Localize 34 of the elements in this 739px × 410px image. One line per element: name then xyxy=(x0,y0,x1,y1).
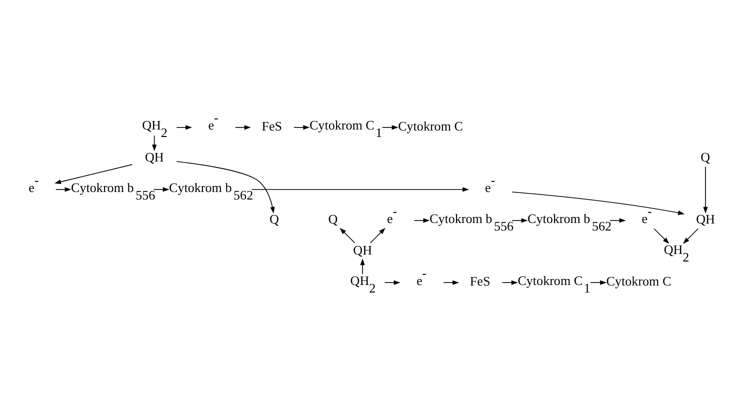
arrow xyxy=(654,228,670,244)
arrow xyxy=(370,228,386,244)
arrow xyxy=(360,258,365,274)
node-text: Q xyxy=(328,212,338,227)
arrow xyxy=(502,280,518,285)
node-text: Cytokrom C xyxy=(398,118,463,134)
arrow xyxy=(340,228,356,244)
arrow xyxy=(590,280,607,285)
node-text: QH xyxy=(353,242,372,258)
arrow xyxy=(443,280,460,285)
arrow xyxy=(682,228,698,244)
arrow xyxy=(384,280,400,285)
node-text: Q xyxy=(269,212,279,227)
node-text: Q xyxy=(700,150,710,165)
arrow xyxy=(414,218,430,223)
node-text: FeS xyxy=(470,274,490,289)
arrow xyxy=(512,218,528,223)
arrow xyxy=(294,125,310,130)
arrow xyxy=(54,164,133,184)
arrow xyxy=(176,125,192,130)
arrow xyxy=(153,187,170,192)
arrow xyxy=(235,125,251,130)
arrow xyxy=(382,125,398,130)
arrow xyxy=(176,161,275,214)
node-text: QH xyxy=(144,150,164,165)
arrow xyxy=(610,218,626,223)
arrow xyxy=(55,187,72,192)
arrow xyxy=(703,166,708,214)
arrow xyxy=(152,135,157,152)
node-text: QH xyxy=(696,212,715,227)
node-text: Cytokrom C xyxy=(606,274,672,289)
node-text: FeS xyxy=(262,118,282,134)
arrow xyxy=(251,187,470,192)
arrow xyxy=(512,192,685,215)
